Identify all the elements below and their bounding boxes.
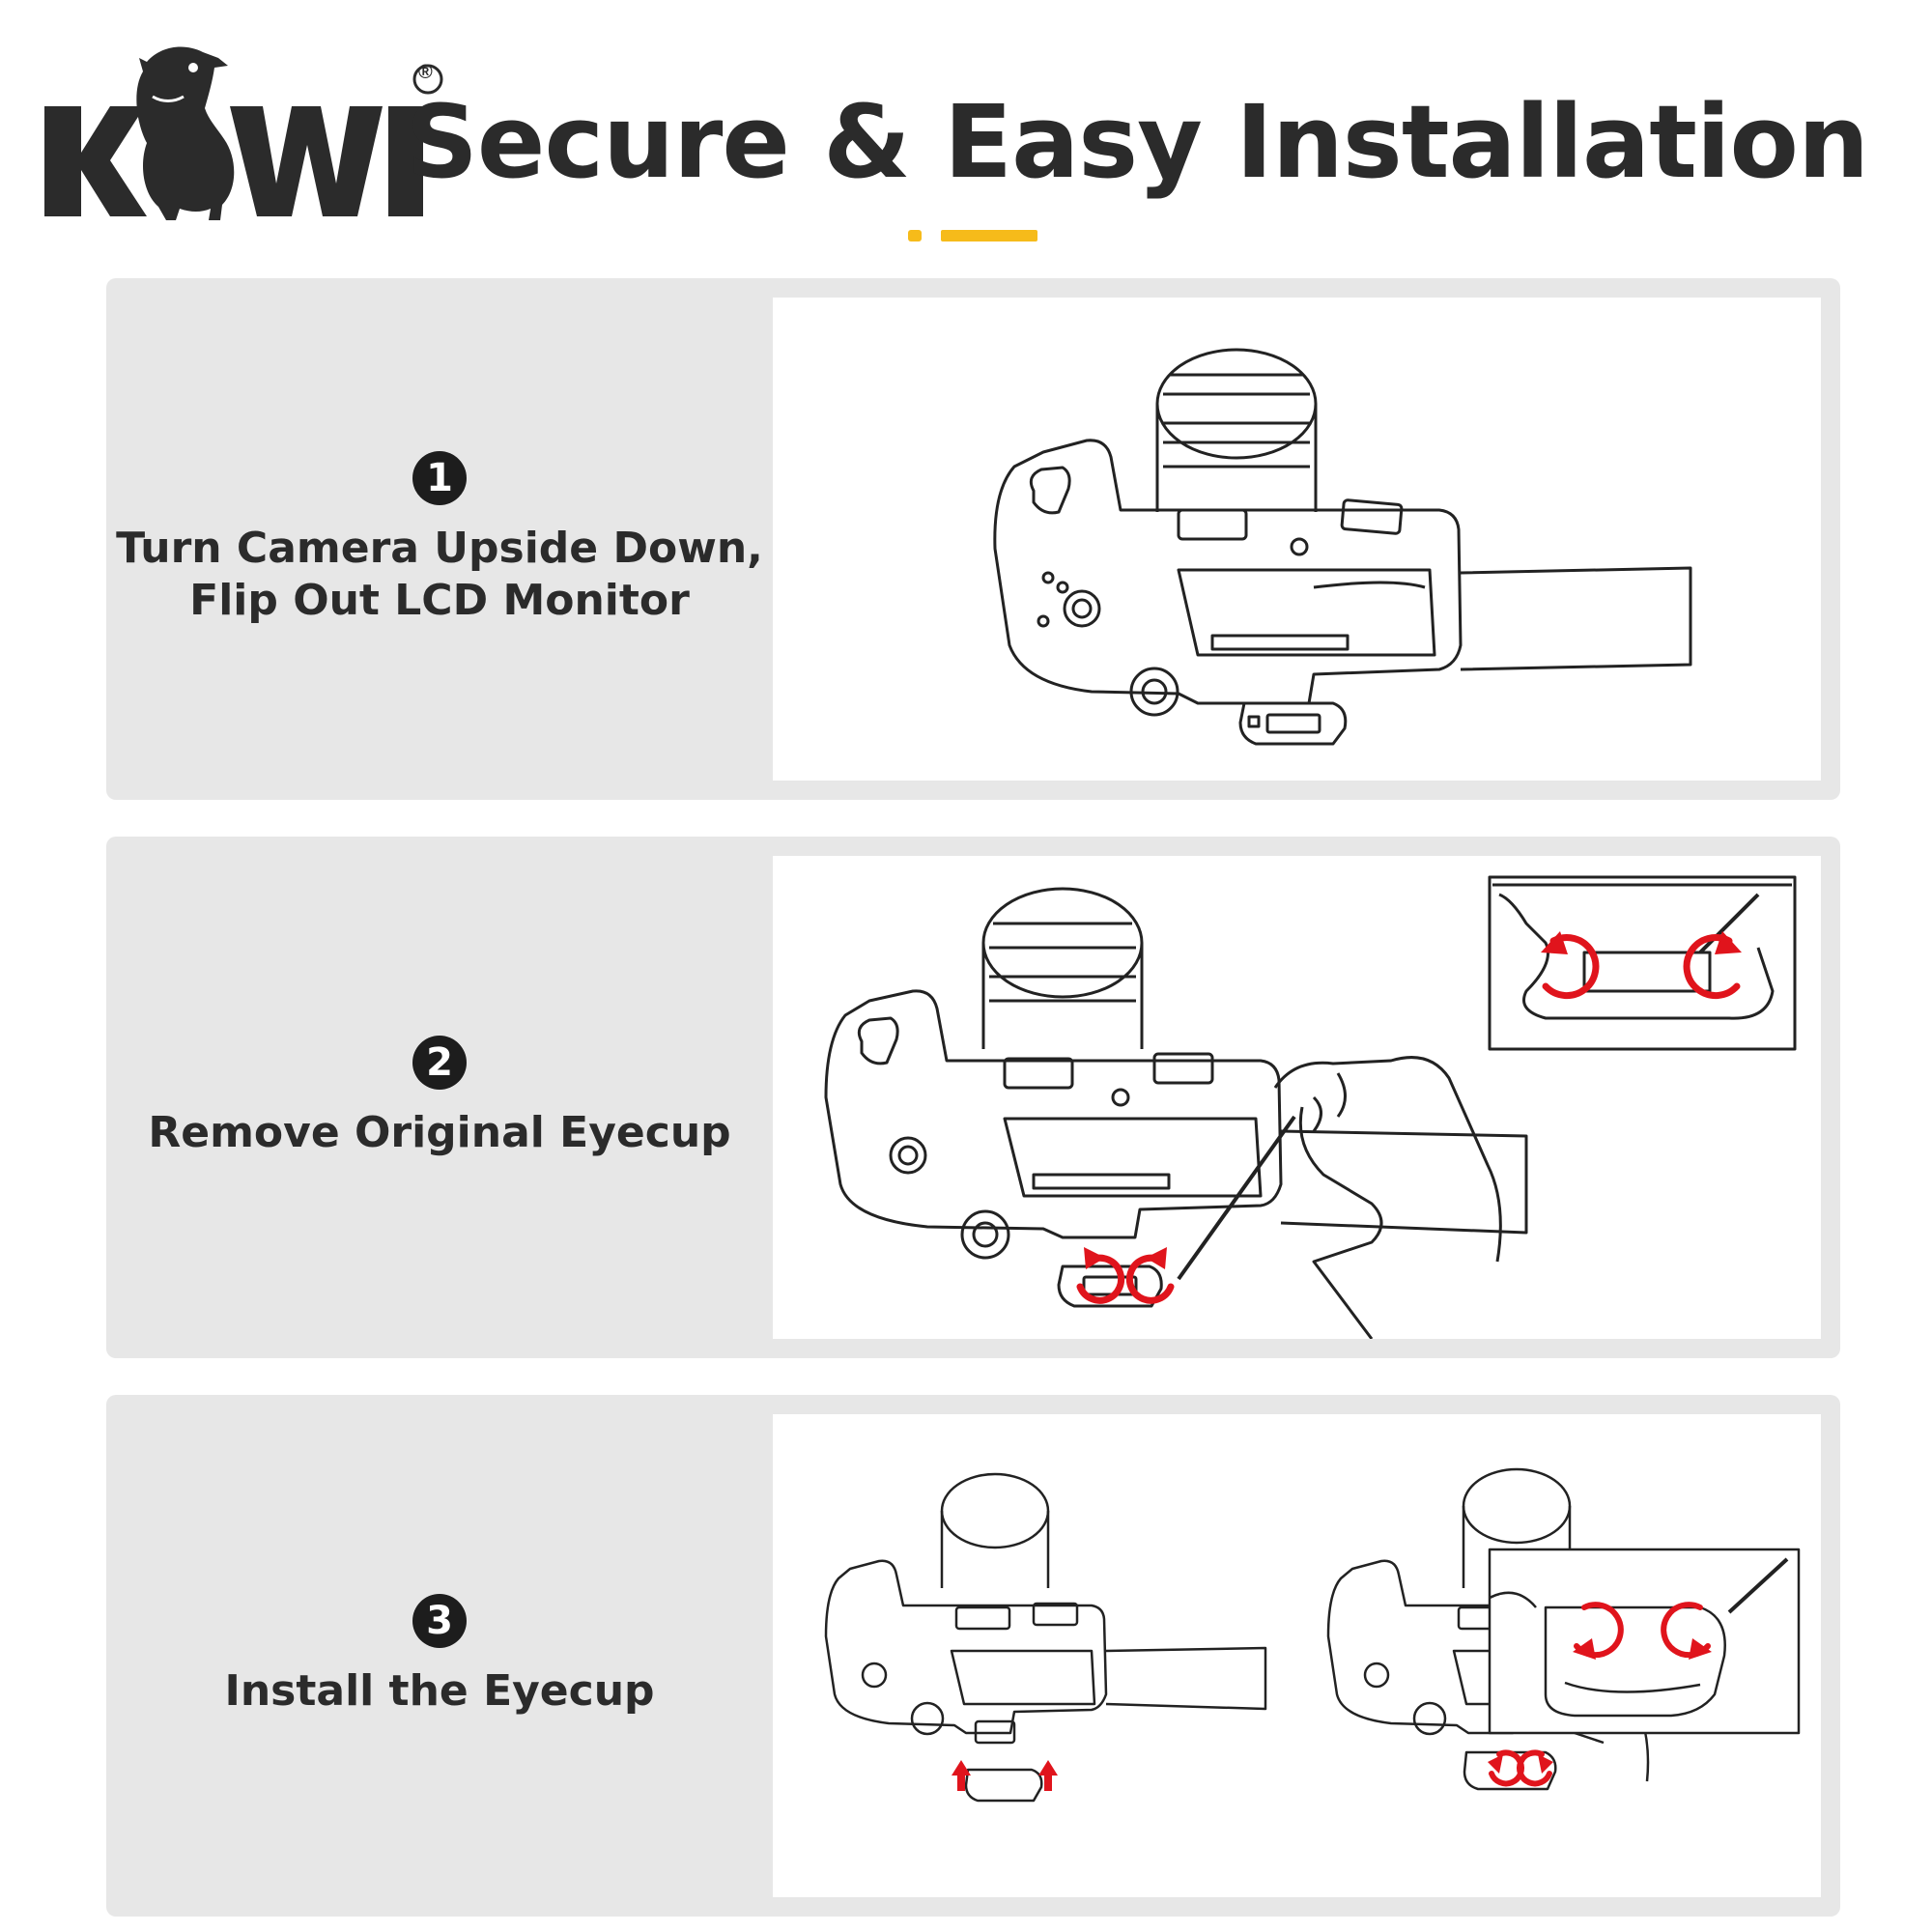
step-title-line: Install the Eyecup — [224, 1666, 655, 1717]
camera-icon — [993, 348, 1692, 746]
step-number-badge: 1 — [412, 451, 467, 506]
step-title-line: Turn Camera Upside Down, — [116, 524, 763, 574]
step-card-2: 2 Remove Original Eyecup — [106, 837, 1840, 1358]
illustration-install-eyecup — [773, 1414, 1821, 1897]
step-card-3: 3 Install the Eyecup — [106, 1395, 1840, 1917]
step-title-line: Flip Out LCD Monitor — [189, 576, 690, 625]
illustration-camera-upside-down — [773, 298, 1821, 781]
page-title: Secure & Easy Installation — [406, 83, 1869, 201]
step-card-1: 1 Turn Camera Upside Down, Flip Out LCD … — [106, 278, 1840, 800]
kiwi-logo-icon — [44, 46, 443, 221]
step-number-badge: 3 — [412, 1594, 467, 1649]
brand-logo: ® fotos — [39, 39, 444, 232]
screwdriver-camera-icon — [824, 875, 1797, 1339]
registered-mark: ® — [418, 62, 433, 83]
step-text-1: 1 Turn Camera Upside Down, Flip Out LCD … — [106, 278, 773, 800]
step-title-line: Remove Original Eyecup — [148, 1108, 731, 1158]
step-text-2: 2 Remove Original Eyecup — [106, 837, 773, 1358]
step-text-3: 3 Install the Eyecup — [106, 1395, 773, 1917]
step-number-badge: 2 — [412, 1036, 467, 1091]
illustration-remove-eyecup — [773, 856, 1821, 1339]
install-eyecup-icon — [824, 1467, 1801, 1803]
